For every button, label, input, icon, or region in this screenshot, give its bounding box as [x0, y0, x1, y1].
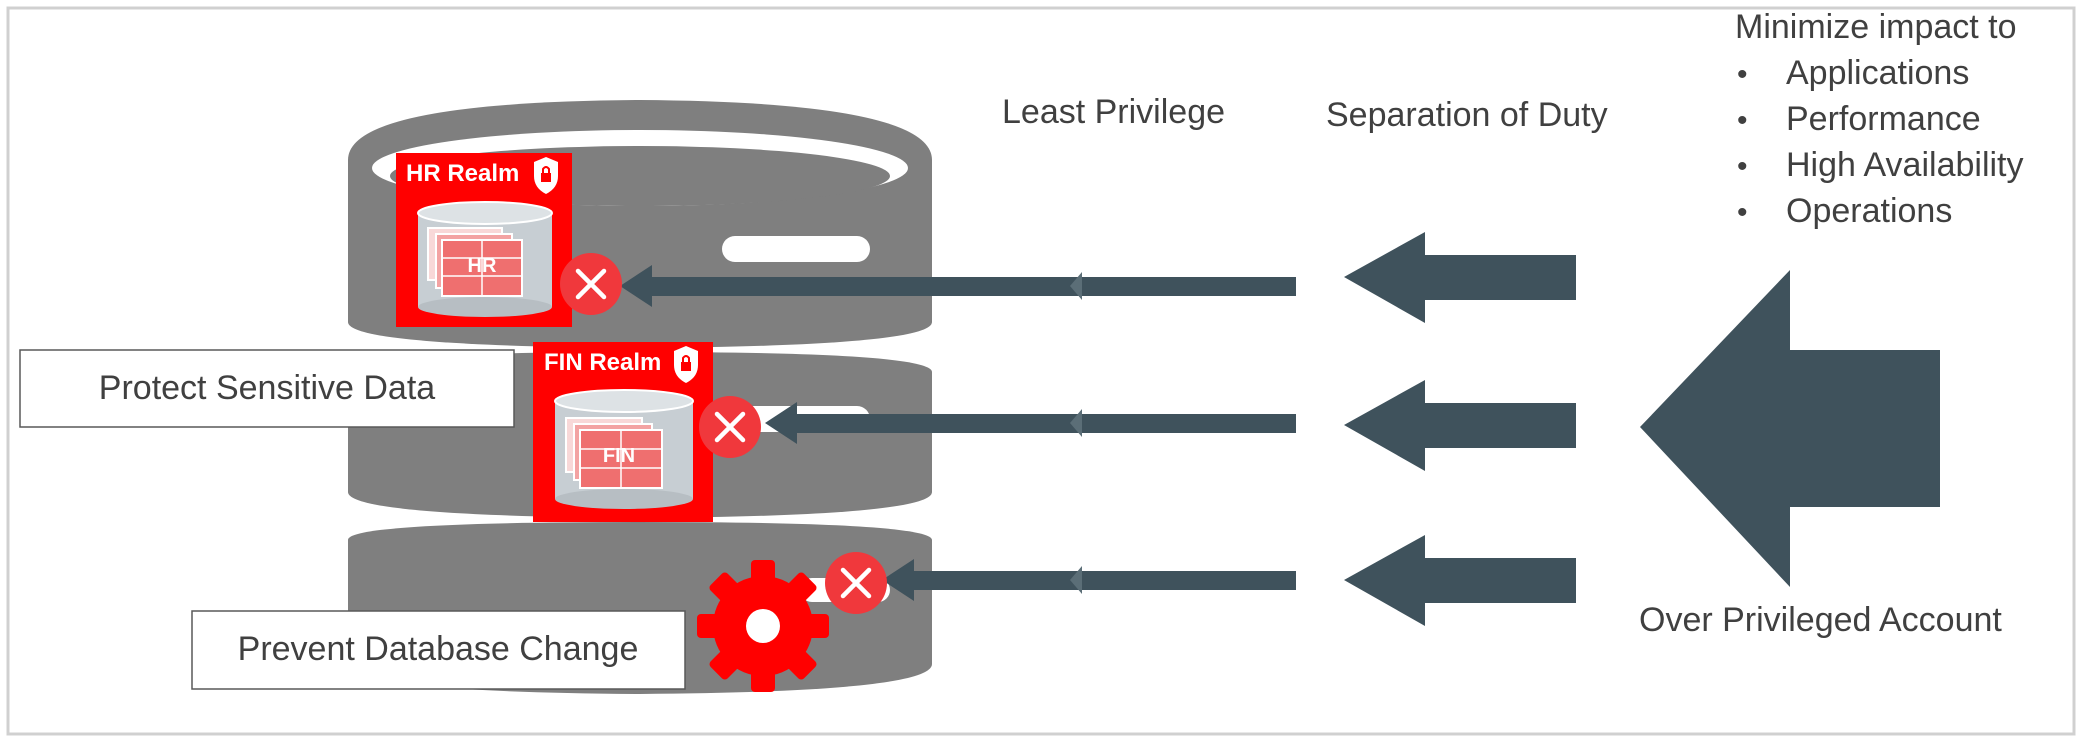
prevent-database-change-box: Prevent Database Change: [191, 610, 686, 690]
deny-x-icon-config: [825, 552, 887, 614]
fin-table-cylinder: FIN: [554, 389, 694, 509]
prevent-database-change-label: Prevent Database Change: [238, 630, 639, 668]
blocked-arrow-hr: [620, 265, 1296, 307]
minimize-impact-heading: Minimize impact to: [1735, 8, 2017, 46]
fin-realm-title: FIN Realm: [544, 349, 661, 376]
hr-realm-title: HR Realm: [406, 160, 519, 187]
impact-bullet: •: [1737, 104, 1748, 137]
hr-realm: HR Realm HR: [396, 153, 572, 327]
blocked-arrow-config: [882, 559, 1296, 601]
impact-bullet: •: [1737, 58, 1748, 91]
impact-item-performance: Performance: [1786, 100, 1981, 138]
fin-table-label: FIN: [603, 445, 635, 467]
database-slot-top: [722, 236, 870, 262]
impact-item-high-availability: High Availability: [1786, 146, 2024, 184]
protect-sensitive-data-box: Protect Sensitive Data: [19, 349, 515, 428]
fin-realm: FIN Realm FIN: [533, 342, 713, 522]
deny-x-icon-fin: [699, 396, 761, 458]
gear-icon: [697, 560, 829, 692]
fin-realm-lock-icon: [674, 346, 698, 383]
duty-arrow-top: [1344, 232, 1576, 323]
blocked-access-arrows: [620, 265, 1296, 601]
separation-of-duty-arrows: [1344, 232, 1576, 626]
impact-item-operations: Operations: [1786, 192, 1952, 230]
impact-bullet: •: [1737, 150, 1748, 183]
over-privileged-arrow: [1640, 270, 1940, 587]
hr-table-cylinder: HR: [417, 201, 553, 317]
hr-table-label: HR: [468, 255, 497, 277]
separation-of-duty-label: Separation of Duty: [1326, 96, 1608, 134]
impact-bullet: •: [1737, 196, 1748, 229]
hr-realm-lock-icon: [534, 157, 558, 194]
duty-arrow-bottom: [1344, 535, 1576, 626]
deny-x-icon-hr: [560, 253, 622, 315]
minimize-impact-list: Minimize impact to • Applications • Perf…: [1735, 8, 2024, 230]
over-privileged-account-label: Over Privileged Account: [1639, 601, 2002, 639]
least-privilege-label: Least Privilege: [1002, 93, 1225, 131]
duty-arrow-middle: [1344, 380, 1576, 471]
protect-sensitive-data-label: Protect Sensitive Data: [99, 369, 435, 407]
diagram-frame: [6, 6, 2076, 736]
blocked-arrow-fin: [765, 402, 1296, 444]
impact-item-applications: Applications: [1786, 54, 1969, 92]
